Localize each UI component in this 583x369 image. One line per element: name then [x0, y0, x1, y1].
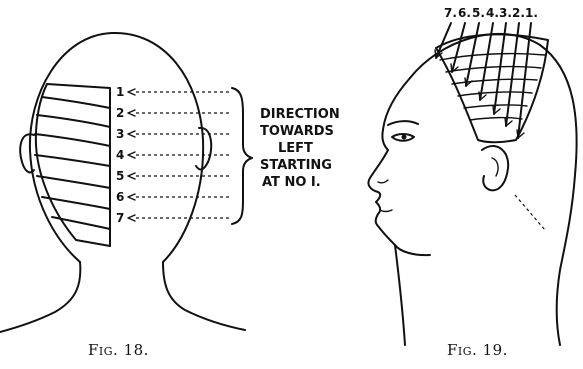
fig18-dashed-arrows — [128, 89, 232, 221]
fig18-numbers: 1 2 3 4 5 6 7 — [116, 85, 124, 225]
fig19-number: 3. — [499, 6, 512, 20]
direction-line: TOWARDS — [260, 124, 334, 139]
direction-line: STARTING — [260, 158, 332, 173]
fig19-number: 6. — [458, 6, 471, 20]
fig19-drawing — [368, 23, 576, 345]
fig19-caption: Fig. 19. — [447, 341, 508, 359]
fig19-number: 4. — [486, 6, 499, 20]
fig19-number: 2. — [512, 6, 525, 20]
fig18-number: 1 — [116, 85, 124, 99]
fig18-number: 2 — [116, 106, 124, 120]
fig19-face-profile — [368, 78, 430, 255]
fig18-drawing — [0, 33, 252, 332]
fig18-number: 6 — [116, 190, 124, 204]
fig18-number: 3 — [116, 127, 124, 141]
fig18-neck-right — [163, 262, 245, 330]
fig19-eyebrow — [388, 121, 418, 125]
fig18-direction-text: DIRECTION TOWARDS LEFT STARTING AT NO I. — [260, 107, 340, 190]
fig19-nostril — [378, 180, 388, 183]
fig19-jaw — [395, 245, 405, 345]
fig19-numbers: 7. 6. 5. 4. 3. 2. 1. — [444, 6, 538, 20]
fig18-brace — [232, 88, 252, 224]
fig19-number: 5. — [472, 6, 485, 20]
fig19-hair-section — [436, 34, 548, 142]
fig19-pupil — [402, 135, 407, 140]
fig19-number: 1. — [525, 6, 538, 20]
fig19-mouth — [380, 210, 392, 212]
fig19-ear — [482, 146, 508, 190]
fig19-hairline-dashed — [515, 195, 545, 230]
fig18-number: 4 — [116, 148, 124, 162]
fig19-arrows — [435, 23, 531, 138]
direction-line: AT NO I. — [262, 175, 321, 190]
direction-line: LEFT — [278, 141, 313, 156]
fig18-neck — [0, 262, 80, 332]
fig18-number: 7 — [116, 211, 124, 225]
fig18-number: 5 — [116, 169, 124, 183]
fig18-caption: Fig. 18. — [88, 341, 149, 359]
fig18-section-lines — [35, 97, 110, 229]
direction-line: DIRECTION — [260, 107, 340, 122]
fig19-number: 7. — [444, 6, 457, 20]
